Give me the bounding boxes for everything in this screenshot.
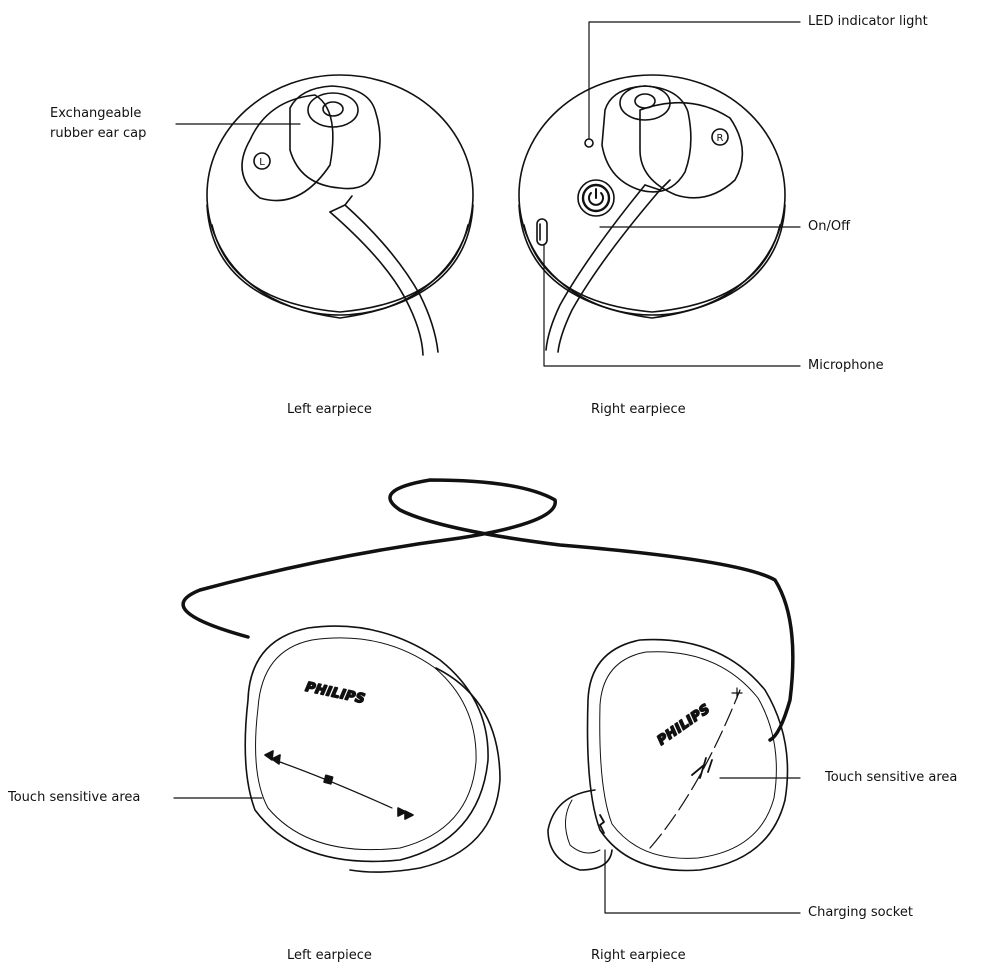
bottom-right-caption: Right earpiece bbox=[591, 946, 686, 966]
touch-right-label: Touch sensitive area bbox=[825, 768, 957, 788]
left-marker-letter: L bbox=[259, 157, 265, 168]
ear-cap-label-line2: rubber ear cap bbox=[50, 124, 180, 144]
left-earpiece-bottom: PHILIPS bbox=[245, 626, 500, 872]
on-off-label: On/Off bbox=[808, 217, 850, 237]
forward-icon bbox=[398, 808, 413, 819]
bottom-left-caption: Left earpiece bbox=[287, 946, 372, 966]
top-right-caption: Right earpiece bbox=[591, 400, 686, 420]
left-cable bbox=[345, 205, 438, 352]
ear-cap-label: Exchangeable rubber ear cap bbox=[50, 104, 180, 144]
led-label: LED indicator light bbox=[808, 12, 928, 32]
left-earpiece-top: L bbox=[176, 75, 473, 355]
right-brand-logo: PHILIPS bbox=[655, 702, 713, 749]
right-earpiece-top: R bbox=[519, 75, 785, 352]
top-left-caption: Left earpiece bbox=[287, 400, 372, 420]
headband bbox=[183, 480, 793, 740]
left-touch-slider bbox=[280, 762, 392, 808]
microphone-label: Microphone bbox=[808, 356, 884, 376]
ear-cap-label-line1: Exchangeable bbox=[50, 104, 180, 124]
charging-label: Charging socket bbox=[808, 903, 913, 923]
right-earpiece-bottom: PHILIPS bbox=[548, 640, 788, 871]
rewind-icon bbox=[265, 751, 280, 764]
stop-icon bbox=[324, 775, 333, 784]
power-icon bbox=[589, 189, 603, 205]
right-marker-letter: R bbox=[717, 133, 724, 144]
left-brand-logo: PHILIPS bbox=[304, 680, 367, 707]
led-indicator-icon bbox=[585, 139, 593, 147]
microphone-icon bbox=[537, 219, 547, 245]
touch-left-label: Touch sensitive area bbox=[8, 788, 140, 808]
plus-icon bbox=[732, 688, 742, 698]
right-cable bbox=[558, 190, 660, 352]
play-pause-icon bbox=[692, 758, 712, 778]
